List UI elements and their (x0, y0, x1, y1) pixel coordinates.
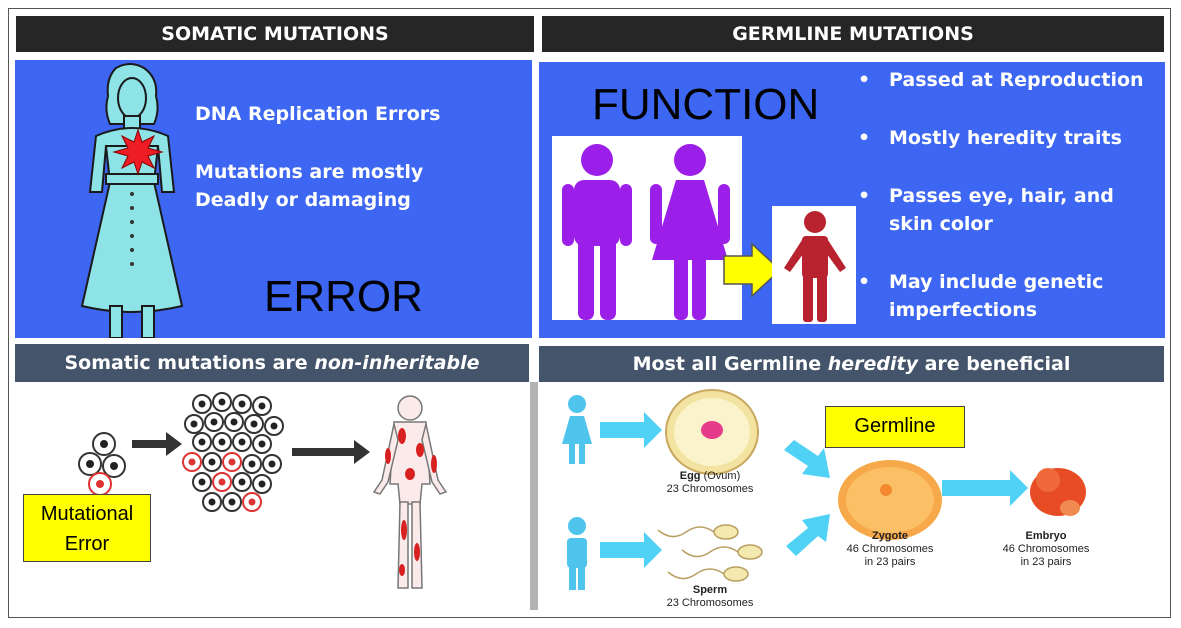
bullet-eye-hair: Passes eye, hair, and skin color (858, 182, 1144, 238)
germline-subheader-text: Most all Germline heredity are beneficia… (632, 353, 1071, 375)
burst-icon (112, 128, 164, 176)
egg-label: Egg (Ovum)23 Chromosomes (666, 470, 754, 495)
human-body-icon (372, 395, 448, 589)
deadly-damaging-text: Deadly or damaging (195, 189, 411, 211)
arrow-icon (132, 432, 182, 456)
somatic-subheader-text: Somatic mutations are non-inheritable (64, 352, 480, 374)
section-divider (530, 382, 538, 610)
mutational-error-callout: Mutational Error (23, 494, 151, 562)
germline-header: GERMLINE MUTATIONS (542, 16, 1164, 52)
father-icon (567, 517, 587, 590)
woman-figure-icon (80, 63, 184, 338)
somatic-header-text: SOMATIC MUTATIONS (161, 23, 389, 45)
error-word: ERROR (264, 272, 423, 321)
arrow-icon (292, 440, 370, 464)
bullet-imperfections: May include genetic imperfections (858, 268, 1144, 324)
germline-bullets: Passed at Reproduction Mostly heredity t… (858, 66, 1144, 354)
embryo-icon (1030, 468, 1086, 516)
mother-icon (562, 395, 592, 464)
replication-errors-text: DNA Replication Errors (195, 103, 441, 125)
somatic-header: SOMATIC MUTATIONS (16, 16, 534, 52)
woman-parent-icon (650, 144, 730, 320)
callout-line-1: Mutational (40, 503, 134, 525)
callout-line-2: Error (64, 533, 110, 555)
child-figure-icon (784, 211, 846, 322)
man-figure-icon (562, 144, 632, 320)
yellow-arrow-icon (723, 242, 782, 298)
zygote-icon (838, 460, 942, 540)
bullet-heredity: Mostly heredity traits (858, 124, 1144, 152)
cell-spread-diagram (78, 392, 448, 589)
germline-header-text: GERMLINE MUTATIONS (732, 23, 974, 45)
figure-frame (8, 8, 1171, 618)
germline-subheader: Most all Germline heredity are beneficia… (539, 346, 1164, 382)
bullet-reproduction: Passed at Reproduction (858, 66, 1144, 94)
germline-callout: Germline (825, 406, 965, 448)
germline-diagram (562, 389, 1086, 590)
egg-icon (665, 389, 759, 475)
function-word: FUNCTION (592, 80, 820, 129)
mutations-mostly-text: Mutations are mostly (195, 161, 424, 183)
somatic-subheader: Somatic mutations are non-inheritable (15, 344, 529, 382)
